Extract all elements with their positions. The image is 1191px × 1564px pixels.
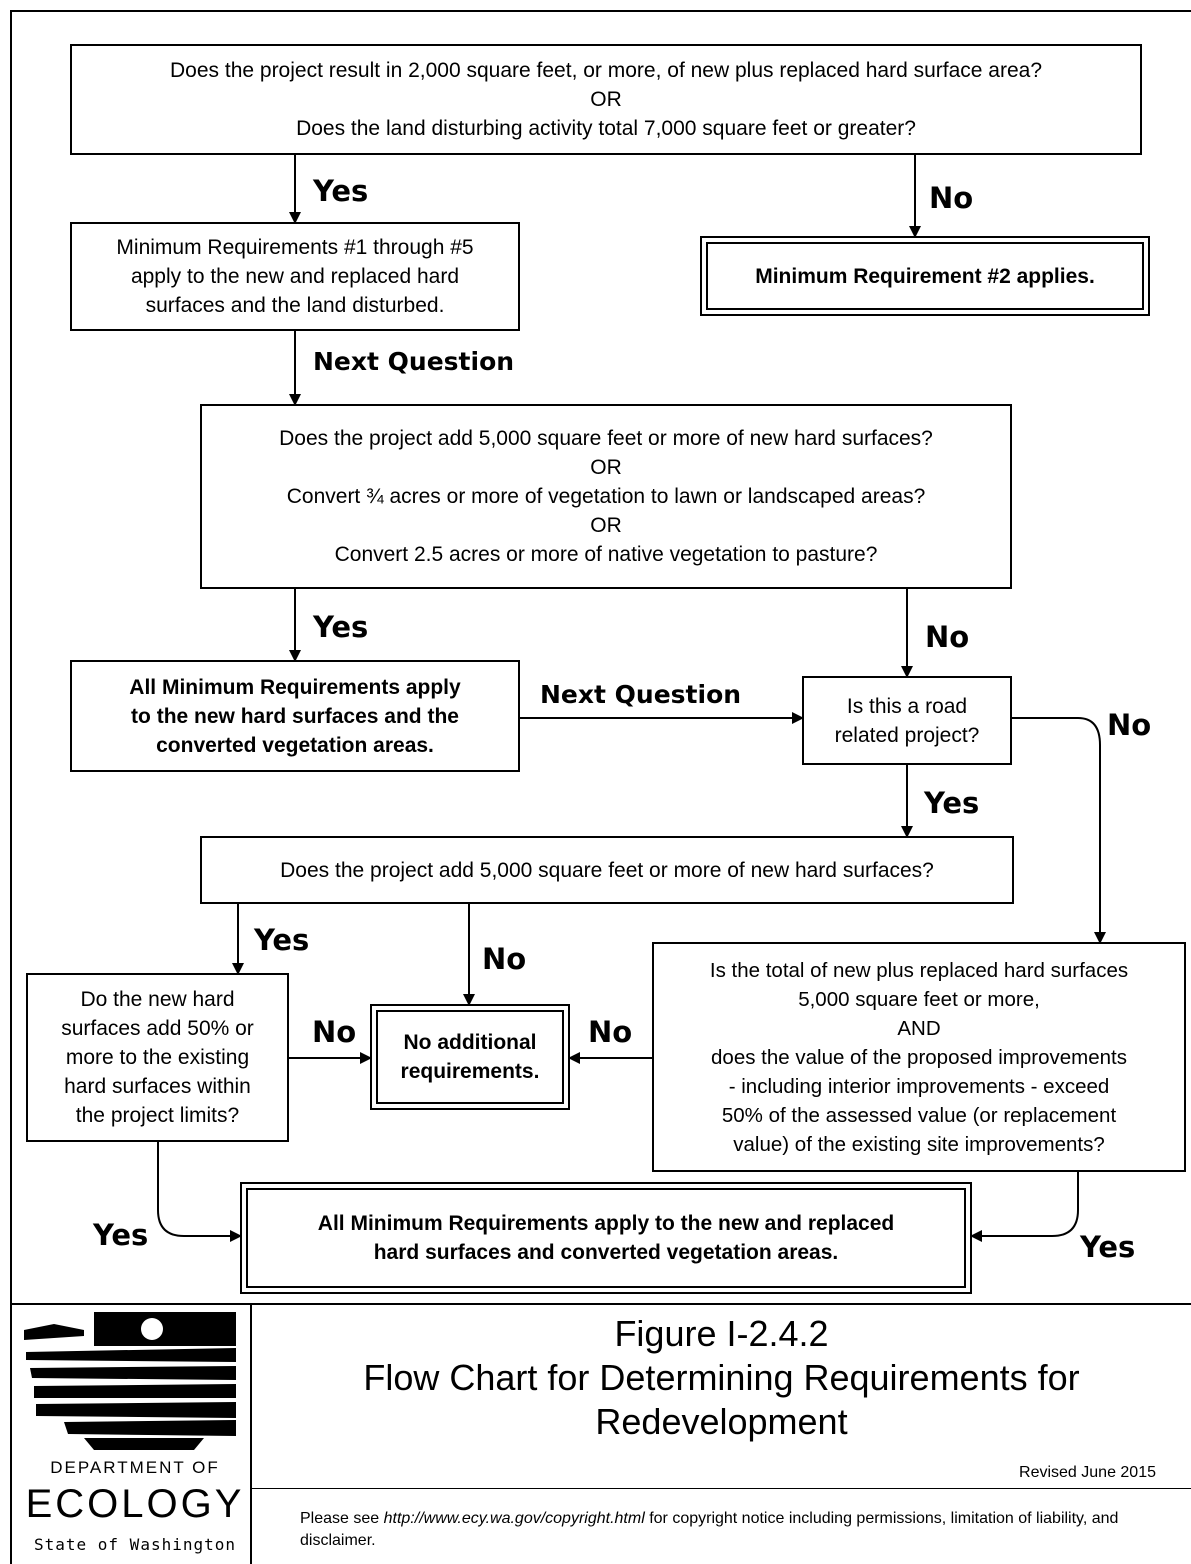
copyright-link[interactable]: http://www.ecy.wa.gov/copyright.html xyxy=(383,1510,645,1527)
label-yes-q3: Yes xyxy=(924,786,980,820)
r1-yes-line-3: surfaces and the land disturbed. xyxy=(145,294,445,317)
result-all-min-req-new-and-replaced: All Minimum Requirements apply to the ne… xyxy=(240,1182,972,1294)
question-total-surfaces-and-value: Is the total of new plus replaced hard s… xyxy=(652,942,1186,1172)
arrow-q3-no xyxy=(1010,717,1106,944)
all-min-line-1: All Minimum Requirements apply to the ne… xyxy=(317,1212,895,1235)
label-no-q4: No xyxy=(482,942,527,976)
label-no-q5: No xyxy=(312,1015,357,1049)
q5-line-5: the project limits? xyxy=(75,1104,240,1127)
figure-number: Figure I-2.4.2 xyxy=(614,1313,829,1354)
q6-line-3: AND xyxy=(897,1016,941,1040)
label-next-question-1: Next Question xyxy=(313,347,515,376)
question-hard-surface-2000: Does the project result in 2,000 square … xyxy=(70,44,1142,155)
q6-line-7: value) of the existing site improvements… xyxy=(733,1132,1105,1156)
q3-line-1: Is this a road xyxy=(846,694,968,718)
r2-yes-line-3: converted vegetation areas. xyxy=(156,733,434,757)
footer-logo-divider xyxy=(250,1303,252,1564)
label-no-q6: No xyxy=(588,1015,633,1049)
revised-date: Revised June 2015 xyxy=(1019,1464,1156,1481)
q2-line-5: Convert 2.5 acres or more of native vege… xyxy=(334,543,878,566)
q1-line-2: OR xyxy=(590,88,622,111)
r2-yes-line-1: All Minimum Requirements apply xyxy=(129,675,461,699)
label-yes-q2: Yes xyxy=(313,610,369,644)
q1-line-3: Does the land disturbing activity total … xyxy=(296,117,916,140)
q4-text: Does the project add 5,000 square feet o… xyxy=(280,858,934,882)
no-additional-line-2: requirements. xyxy=(400,1060,540,1083)
q5-line-4: hard surfaces within xyxy=(64,1075,251,1098)
arrow-q6-yes xyxy=(970,1172,1079,1242)
footer-divider xyxy=(10,1303,1191,1305)
q3-line-2: related project? xyxy=(834,723,980,747)
question-50-percent-existing: Do the new hard surfaces add 50% or more… xyxy=(26,973,289,1142)
q2-line-2: OR xyxy=(590,456,622,479)
result-min-req-1-to-5: Minimum Requirements #1 through #5 apply… xyxy=(70,222,520,331)
copyright-prefix: Please see xyxy=(300,1510,384,1527)
agency-name: ECOLOGY xyxy=(25,1482,245,1526)
footer-copyright-divider xyxy=(250,1488,1191,1489)
all-min-line-2: hard surfaces and converted vegetation a… xyxy=(373,1241,839,1264)
q6-line-4: does the value of the proposed improveme… xyxy=(711,1045,1127,1069)
label-yes-q4: Yes xyxy=(254,923,310,957)
label-no-q2: No xyxy=(925,620,970,654)
question-road-new-hard-surface-5000: Does the project add 5,000 square feet o… xyxy=(200,836,1014,904)
no-additional-line-1: No additional xyxy=(403,1031,537,1054)
r1-no-text: Minimum Requirement #2 applies. xyxy=(755,264,1095,288)
q1-line-1: Does the project result in 2,000 square … xyxy=(170,59,1042,82)
ecology-logo xyxy=(24,1312,236,1450)
figure-title: Figure I-2.4.2 Flow Chart for Determinin… xyxy=(252,1312,1191,1444)
label-no-q3: No xyxy=(1107,708,1152,742)
result-min-req-2: Minimum Requirement #2 applies. xyxy=(700,236,1150,316)
label-yes-q1: Yes xyxy=(313,174,369,208)
q6-line-6: 50% of the assessed value (or replacemen… xyxy=(721,1103,1117,1127)
r2-yes-line-2: to the new hard surfaces and the xyxy=(131,704,459,728)
copyright-notice: Please see http://www.ecy.wa.gov/copyrig… xyxy=(300,1508,1170,1552)
q5-line-3: more to the existing xyxy=(65,1046,250,1069)
arrow-q5-yes xyxy=(157,1142,242,1242)
label-yes-q6: Yes xyxy=(1080,1230,1136,1264)
result-no-additional-requirements: No additional requirements. xyxy=(370,1004,570,1110)
r1-yes-line-1: Minimum Requirements #1 through #5 xyxy=(116,236,474,259)
q5-line-1: Do the new hard xyxy=(80,988,235,1011)
copyright-suffix: for copyright notice including permissio… xyxy=(300,1510,1119,1549)
q2-line-3: Convert ¾ acres or more of vegetation to… xyxy=(286,485,926,508)
figure-title-line-2: Redevelopment xyxy=(595,1401,848,1442)
r1-yes-line-2: apply to the new and replaced hard xyxy=(130,265,460,288)
result-all-min-req-new-surfaces: All Minimum Requirements apply to the ne… xyxy=(70,660,520,772)
agency-department: DEPARTMENT OF xyxy=(50,1458,220,1477)
q6-line-1: Is the total of new plus replaced hard s… xyxy=(709,958,1129,982)
label-yes-q5: Yes xyxy=(93,1218,149,1252)
q5-line-2: surfaces add 50% or xyxy=(61,1017,254,1040)
label-no-q1: No xyxy=(929,181,974,215)
agency-state: State of Washington xyxy=(33,1535,237,1554)
q2-line-1: Does the project add 5,000 square feet o… xyxy=(279,427,933,450)
figure-title-line-1: Flow Chart for Determining Requirements … xyxy=(363,1357,1080,1398)
label-next-question-2: Next Question xyxy=(540,680,742,709)
q6-line-5: - including interior improvements - exce… xyxy=(728,1074,1110,1098)
question-new-hard-surface-5000: Does the project add 5,000 square feet o… xyxy=(200,404,1012,589)
question-road-related: Is this a road related project? xyxy=(802,676,1012,765)
q6-line-2: 5,000 square feet or more, xyxy=(798,987,1040,1011)
page-frame xyxy=(10,10,1191,1564)
q2-line-4: OR xyxy=(590,514,622,537)
